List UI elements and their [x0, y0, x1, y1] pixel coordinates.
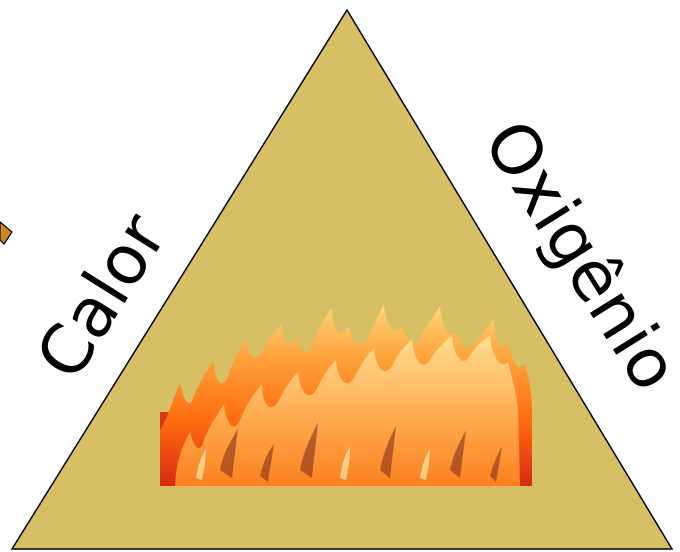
- arrow-fragment-icon: [0, 222, 12, 244]
